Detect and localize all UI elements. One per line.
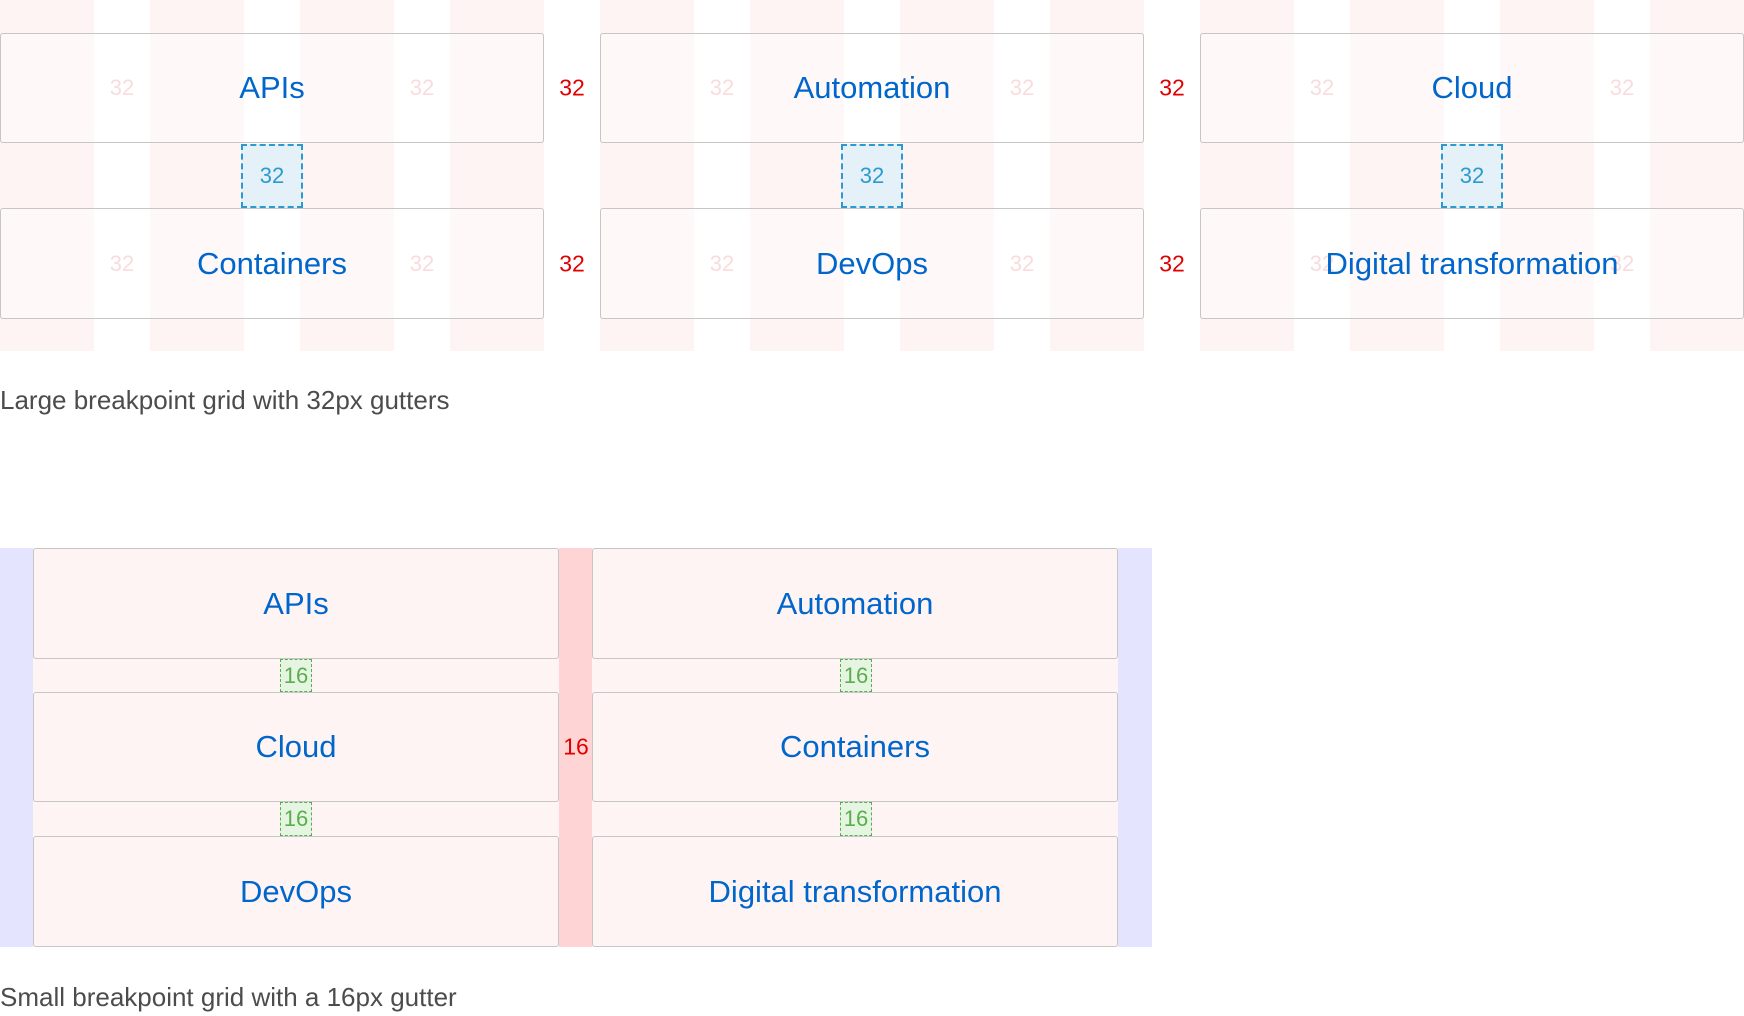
topic-card[interactable]: Cloud (1200, 33, 1744, 143)
gutter-width-label: 16 (563, 733, 589, 760)
inner-gutter-label: 32 (1609, 251, 1635, 276)
inner-gutter-label: 32 (1309, 75, 1335, 100)
grid-column (1650, 0, 1744, 351)
vertical-gap-box: 16 (280, 659, 312, 692)
inner-gutter-label: 32 (109, 251, 135, 276)
topic-card[interactable]: Cloud (33, 692, 559, 802)
vertical-gap-box: 16 (840, 802, 872, 836)
grid-column (0, 0, 94, 351)
inner-gutter-label: 32 (409, 251, 435, 276)
inner-gutter-label: 32 (1609, 75, 1635, 100)
inner-gutter-label: 32 (409, 75, 435, 100)
topic-card[interactable]: Automation (600, 33, 1144, 143)
grid-column (150, 0, 244, 351)
small-grid-caption: Small breakpoint grid with a 16px gutter (0, 982, 457, 1012)
grid-column (1350, 0, 1444, 351)
topic-card[interactable]: Digital transformation (592, 836, 1118, 947)
topic-card[interactable]: APIs (0, 33, 544, 143)
inner-gutter-label: 32 (1009, 251, 1035, 276)
grid-column (900, 0, 994, 351)
vertical-gap-box: 16 (280, 802, 312, 836)
vertical-gap-box: 32 (841, 144, 903, 208)
vertical-gap-box: 32 (241, 144, 303, 208)
inner-gutter-label: 32 (709, 75, 735, 100)
gutter-width-label: 32 (559, 250, 585, 277)
topic-card[interactable]: Containers (592, 692, 1118, 802)
inner-gutter-label: 32 (109, 75, 135, 100)
grid-column (750, 0, 844, 351)
grid-column (450, 0, 544, 351)
vertical-gap-box: 32 (1441, 144, 1503, 208)
grid-column (600, 0, 694, 351)
grid-column (1200, 0, 1294, 351)
grid-column (1500, 0, 1594, 351)
inner-gutter-label: 32 (709, 251, 735, 276)
gutter-band (559, 548, 592, 947)
gutter-width-label: 32 (1159, 74, 1185, 101)
topic-card[interactable]: Containers (0, 208, 544, 319)
topic-card[interactable]: Digital transformation (1200, 208, 1744, 319)
large-grid-caption: Large breakpoint grid with 32px gutters (0, 385, 450, 415)
grid-column (1050, 0, 1144, 351)
topic-card[interactable]: Automation (592, 548, 1118, 659)
inner-gutter-label: 32 (1009, 75, 1035, 100)
gutter-width-label: 32 (559, 74, 585, 101)
vertical-gap-box: 16 (840, 659, 872, 692)
topic-card[interactable]: APIs (33, 548, 559, 659)
topic-card[interactable]: DevOps (600, 208, 1144, 319)
grid-column (300, 0, 394, 351)
inner-gutter-label: 32 (1309, 251, 1335, 276)
gutter-width-label: 32 (1159, 250, 1185, 277)
topic-card[interactable]: DevOps (33, 836, 559, 947)
